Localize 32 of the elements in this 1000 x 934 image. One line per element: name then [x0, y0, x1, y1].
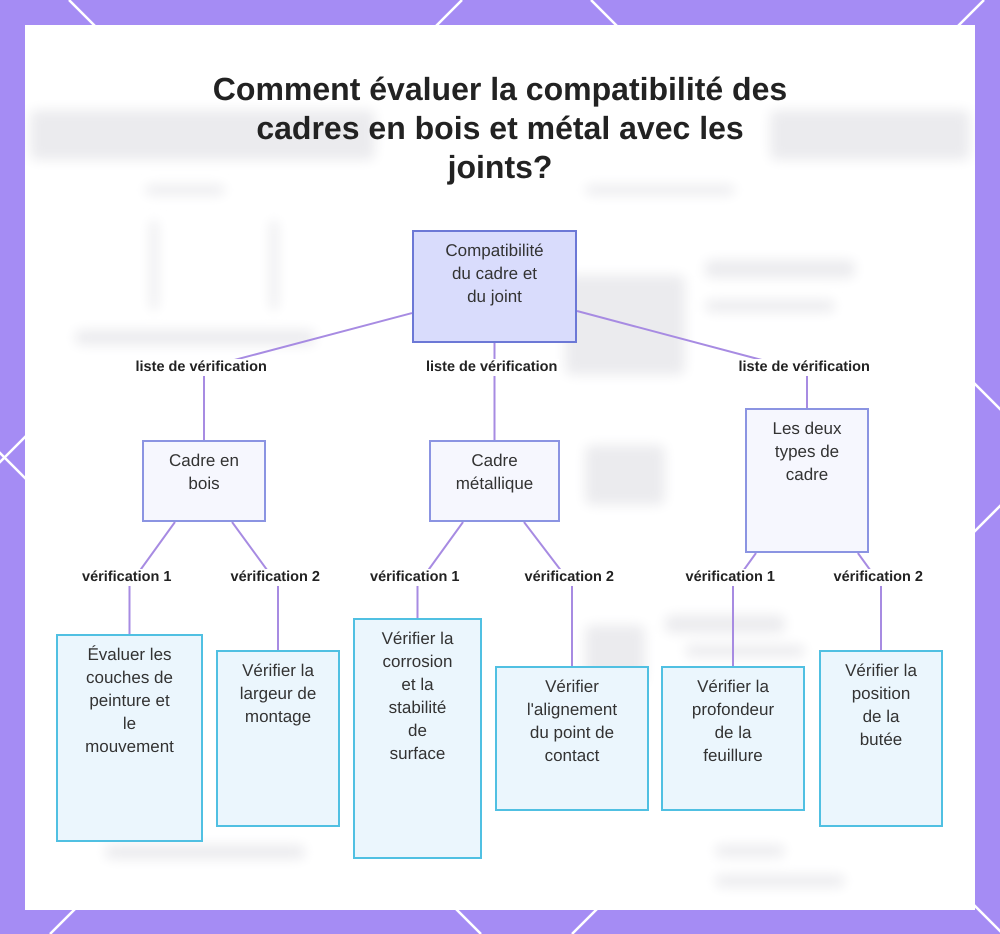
node-text: Compatibilité du cadre et du joint [444, 240, 545, 308]
connector-line [523, 521, 573, 666]
diagram-title: Comment évaluer la compatibilité des cadres en bois et métal avec les joints? [212, 70, 788, 187]
edge-label: liste de vérification [134, 358, 269, 376]
category-box [142, 440, 266, 522]
step-box [56, 634, 203, 842]
step-box [495, 666, 649, 811]
edge-label: vérification 2 [228, 568, 322, 586]
category-box [429, 440, 560, 522]
edge-label: vérification 1 [684, 568, 777, 586]
node-text: Cadre métallique [454, 450, 534, 495]
node-text: Cadre en bois [168, 450, 240, 495]
node-text: Vérifier la position de la butée [844, 660, 918, 751]
edge-label: vérification 1 [368, 568, 462, 586]
step-box [216, 650, 340, 827]
node-text: Vérifier l'alignement du point de contact [526, 676, 618, 767]
node-text: Évaluer les couches de peinture et le mouvement [84, 644, 174, 758]
node-text: Vérifier la profondeur de la feuillure [690, 676, 776, 767]
edge-label: vérification 2 [832, 568, 925, 586]
edge-label: vérification 1 [80, 568, 174, 586]
step-box [353, 618, 482, 859]
edge-label: vérification 2 [522, 568, 616, 586]
edge-label: liste de vérification [736, 358, 872, 376]
category-box [745, 408, 869, 553]
node-text: Vérifier la largeur de montage [238, 660, 318, 728]
step-box [819, 650, 943, 827]
topic-box [412, 230, 577, 343]
edge-label: liste de vérification [424, 358, 560, 376]
node-text: Les deux types de cadre [772, 418, 842, 486]
connector-line [231, 521, 279, 650]
node-text: Vérifier la corrosion et la stabilité de surface [380, 628, 454, 765]
step-box [661, 666, 805, 811]
